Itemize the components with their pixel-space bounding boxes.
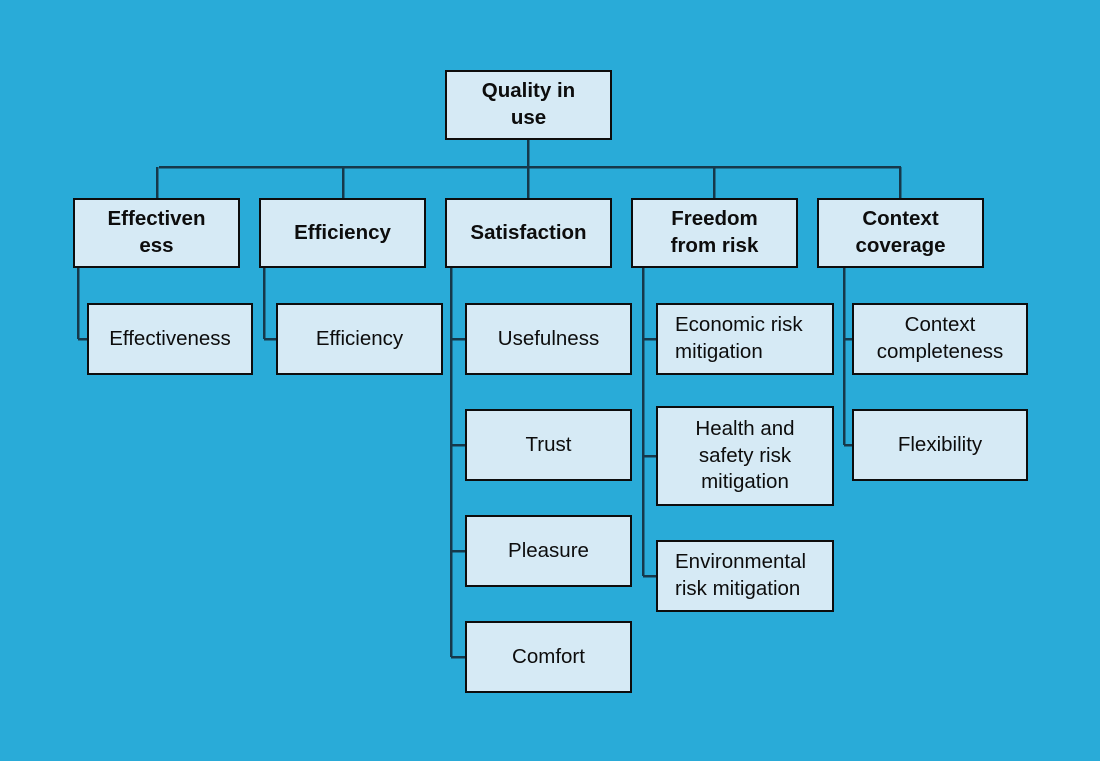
node-label: Usefulness (497, 326, 600, 350)
node-label: Effectiven ess (107, 207, 206, 257)
node-environmental-risk-mitigation[interactable]: Environmental risk mitigation (656, 540, 834, 612)
node-label: Quality in use (481, 79, 576, 129)
node-label: Efficiency (315, 326, 404, 350)
node-effectiveness[interactable]: Effectiven ess (73, 198, 240, 268)
node-label: Economic risk mitigation (675, 313, 803, 363)
node-context-coverage[interactable]: Context coverage (817, 198, 984, 268)
node-health-and-safety-risk-mitigation[interactable]: Health and safety risk mitigation (656, 406, 834, 506)
node-label: Efficiency (294, 220, 391, 244)
node-label: Satisfaction (470, 220, 587, 244)
node-label: Pleasure (508, 538, 589, 562)
node-label: Health and safety risk mitigation (695, 417, 795, 494)
node-label: Trust (525, 432, 572, 456)
node-label: Freedom from risk (670, 207, 759, 257)
node-context-completeness[interactable]: Context completeness (852, 303, 1028, 375)
node-effectiveness-leaf[interactable]: Effectiveness (87, 303, 253, 375)
node-label: Comfort (512, 644, 585, 668)
node-economic-risk-mitigation[interactable]: Economic risk mitigation (656, 303, 834, 375)
node-efficiency[interactable]: Efficiency (259, 198, 426, 268)
node-quality-in-use[interactable]: Quality in use (445, 70, 612, 140)
node-satisfaction[interactable]: Satisfaction (445, 198, 612, 268)
node-label: Environmental risk mitigation (675, 550, 807, 600)
node-flexibility[interactable]: Flexibility (852, 409, 1028, 481)
node-label: Context coverage (855, 207, 946, 257)
node-usefulness[interactable]: Usefulness (465, 303, 632, 375)
node-label: Context completeness (876, 313, 1004, 363)
node-efficiency-leaf[interactable]: Efficiency (276, 303, 443, 375)
node-label: Flexibility (897, 432, 983, 456)
node-trust[interactable]: Trust (465, 409, 632, 481)
node-freedom-from-risk[interactable]: Freedom from risk (631, 198, 798, 268)
node-comfort[interactable]: Comfort (465, 621, 632, 693)
node-pleasure[interactable]: Pleasure (465, 515, 632, 587)
node-label: Effectiveness (109, 326, 231, 350)
